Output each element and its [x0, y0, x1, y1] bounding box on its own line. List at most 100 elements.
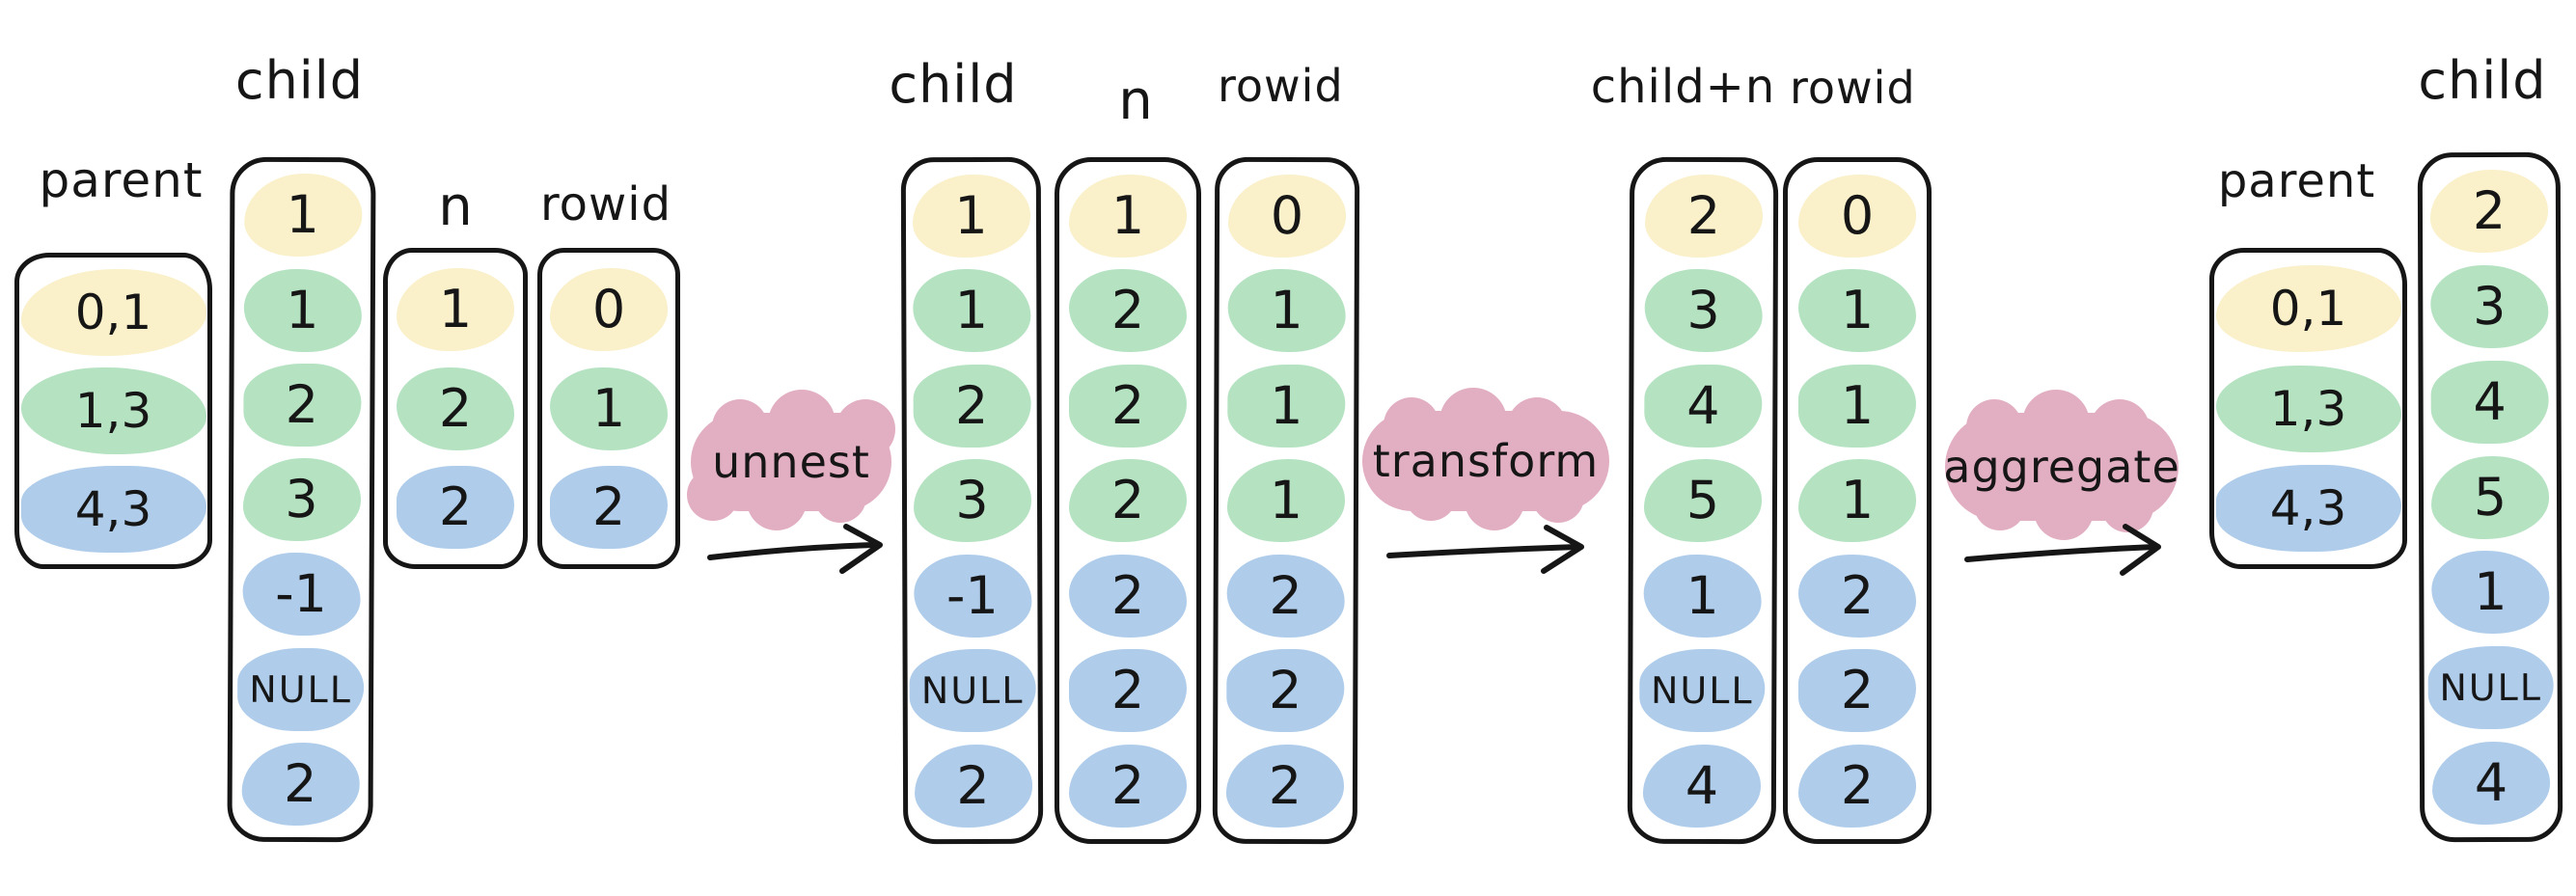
cell-value: 2: [1110, 280, 1145, 340]
stage2-child-label: child: [889, 54, 1018, 115]
cell-value: 1: [954, 279, 989, 341]
cell-value: 2: [954, 374, 989, 436]
table-cell: 3: [242, 457, 361, 542]
table-cell: 1: [1227, 268, 1346, 353]
table-cell: 1: [1227, 364, 1346, 448]
cell-value: 0,1: [2269, 281, 2347, 338]
cell-value: -1: [945, 564, 999, 626]
table-cell: 3: [913, 458, 1031, 543]
cell-value: 0,1: [74, 285, 152, 340]
cell-value: 4: [1686, 374, 1720, 436]
table-cell: 1: [1798, 269, 1916, 352]
cell-value: 1: [286, 184, 320, 246]
table-cell: 2: [550, 465, 668, 549]
table-cell: 2: [1798, 649, 1916, 732]
table-cell: 1: [1069, 174, 1187, 258]
table-cell: 1: [912, 268, 1030, 353]
table-cell: 2: [1069, 554, 1187, 638]
cell-value: 2: [1840, 660, 1875, 720]
stage2-rowid-label: rowid: [1218, 60, 1344, 112]
cell-value: 1: [1840, 280, 1875, 340]
cell-value: 2: [1110, 470, 1145, 530]
cell-value: 0: [1270, 184, 1304, 246]
table-cell: 2: [913, 364, 1031, 448]
cell-value: 4: [1685, 754, 1719, 816]
table-cell: 2: [241, 742, 360, 827]
table-cell: 2: [914, 744, 1032, 828]
cell-value: -1: [275, 563, 328, 625]
cell-value: 0: [1840, 184, 1875, 246]
cell-value: 2: [285, 373, 319, 435]
table-cell: 1: [1798, 459, 1916, 542]
table-cell: 0,1: [20, 269, 206, 356]
table-cell: 3: [2430, 264, 2549, 348]
table-cell: -1: [241, 552, 361, 637]
table-cell: 1,3: [2215, 365, 2401, 452]
cell-value: 2: [1840, 754, 1875, 816]
table-cell: 5: [2430, 455, 2550, 539]
cell-value: NULL: [249, 667, 353, 711]
cell-value: 3: [955, 469, 989, 531]
table-cell: 2: [1225, 744, 1345, 828]
cell-value: 4: [2473, 370, 2507, 432]
table-cell: 1: [397, 268, 514, 352]
cell-value: 3: [2473, 275, 2507, 337]
cell-value: 1: [1270, 374, 1303, 436]
cell-value: 1: [1685, 564, 1719, 626]
stage1-n-column: 1 2 2: [383, 248, 528, 569]
table-cell: 4: [1644, 364, 1763, 448]
table-cell: 4: [2430, 360, 2549, 444]
stage3-rowid-label: rowid: [1790, 62, 1916, 114]
table-cell: 1: [243, 268, 362, 352]
table-cell: 1: [1226, 458, 1346, 543]
cell-value: 4,3: [2269, 479, 2347, 536]
cell-value: 1,3: [74, 383, 152, 439]
cell-value: 2: [1840, 564, 1875, 626]
table-cell: 2: [1226, 648, 1345, 733]
table-cell: 2: [397, 465, 514, 549]
stage3-rowid-column: 0 1 1 1 2 2 2: [1783, 157, 1932, 844]
table-cell: 2: [1798, 744, 1916, 828]
table-cell: 2: [2429, 169, 2549, 254]
cell-value: 1: [1269, 469, 1303, 531]
cell-value: NULL: [920, 668, 1025, 713]
stage2-n-label: n: [1118, 69, 1154, 132]
cell-value: 2: [283, 752, 317, 814]
table-cell: NULL: [237, 647, 365, 731]
table-cell: 1: [1643, 554, 1762, 638]
table-cell: 3: [1644, 268, 1763, 353]
cell-value: 3: [1686, 279, 1720, 341]
cell-value: 1: [591, 377, 626, 439]
table-cell: 0: [550, 268, 668, 352]
table-cell: 2: [397, 367, 514, 450]
table-cell: 0,1: [2215, 265, 2401, 353]
table-cell: 0: [1227, 174, 1347, 258]
stage4-parent-label: parent: [2217, 154, 2376, 208]
cell-value: 2: [1110, 374, 1145, 436]
cell-value: 2: [1110, 660, 1145, 720]
table-cell: 2: [1069, 269, 1187, 352]
table-cell: NULL: [909, 648, 1036, 733]
stage1-parent-label: parent: [39, 152, 204, 208]
cell-value: 1: [1840, 470, 1875, 530]
cell-value: 1: [286, 279, 319, 340]
cell-value: 1: [1110, 184, 1145, 246]
table-cell: 1: [2431, 551, 2550, 635]
cell-value: NULL: [2439, 666, 2543, 710]
table-cell: 1: [1798, 364, 1916, 448]
cell-value: 1: [1840, 374, 1875, 436]
table-cell: 2: [1798, 554, 1916, 638]
cell-value: 5: [2473, 466, 2507, 528]
aggregate-arrow-icon: [1964, 524, 2161, 576]
table-cell: 2: [1069, 744, 1187, 828]
unnest-operation-cloud: unnest: [691, 399, 891, 523]
transform-operation-label: transform: [1372, 435, 1600, 487]
cell-value: 2: [1110, 564, 1145, 626]
cell-value: 1: [438, 279, 473, 340]
cell-value: 4: [2474, 752, 2508, 814]
cell-value: 2: [2472, 179, 2507, 241]
